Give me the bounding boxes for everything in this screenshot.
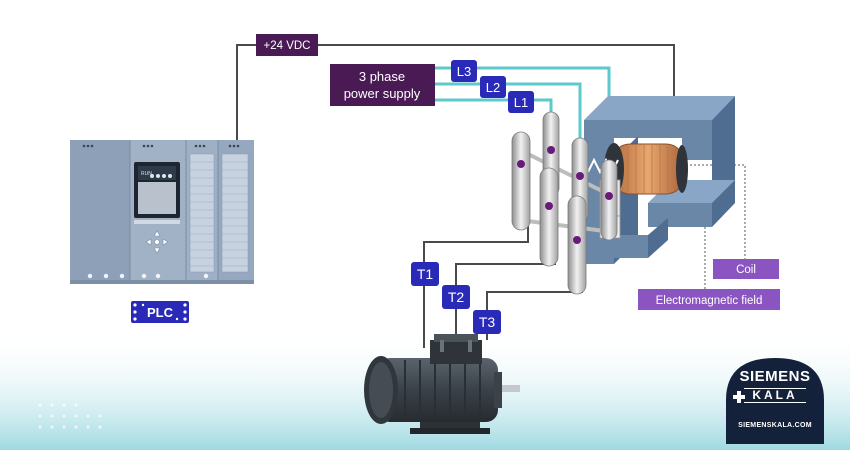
coil-label: Coil (736, 264, 756, 276)
vdc-label: +24 VDC (264, 40, 311, 52)
plus-icon (733, 391, 745, 403)
vdc-label-box: +24 VDC (256, 34, 318, 56)
plc: RUN (70, 140, 254, 284)
contact-bars (511, 111, 618, 295)
power-supply-label-line2: power supply (344, 86, 421, 101)
phase-label-t2: T2 (448, 289, 465, 305)
power-supply-label-line1: 3 phase (359, 69, 405, 84)
plc-label-badge: PLC (131, 301, 189, 323)
contact-rod (519, 148, 613, 234)
brand-url: SIEMENSKALA.COM (738, 422, 812, 429)
phase-badge-l2: L2 (480, 76, 506, 98)
brand-name-bottom: KALA (744, 388, 806, 403)
phase-label-l3: L3 (457, 64, 471, 79)
brand-name-top: SIEMENS (739, 368, 811, 385)
phase-label-l1: L1 (514, 95, 528, 110)
phase-label-t3: T3 (479, 314, 496, 330)
phase-badge-t3: T3 (473, 310, 501, 334)
phase-badge-l1: L1 (508, 91, 534, 113)
plc-screen-text: RUN (141, 171, 152, 177)
brand-logo: SIEMENS KALA SIEMENSKALA.COM (726, 358, 824, 444)
field-label-box: Electromagnetic field (638, 289, 780, 310)
wire-24vdc (236, 44, 675, 145)
motor-icon (364, 334, 520, 434)
plc-dpad-icon (145, 230, 169, 254)
brand-badge (726, 358, 824, 444)
phase-badge-t1: T1 (411, 262, 439, 286)
phase-badge-t2: T2 (442, 285, 470, 309)
field-label: Electromagnetic field (656, 295, 763, 307)
contact-l1 (511, 111, 560, 231)
background-dots (38, 403, 102, 429)
power-supply-box: 3 phase power supply (330, 64, 435, 106)
plc-label: PLC (147, 305, 174, 320)
phase-badge-l3: L3 (451, 60, 477, 82)
coil-label-box: Coil (713, 259, 779, 279)
contact-l3 (567, 159, 618, 295)
phase-label-l2: L2 (486, 80, 500, 95)
phase-label-t1: T1 (417, 266, 434, 282)
